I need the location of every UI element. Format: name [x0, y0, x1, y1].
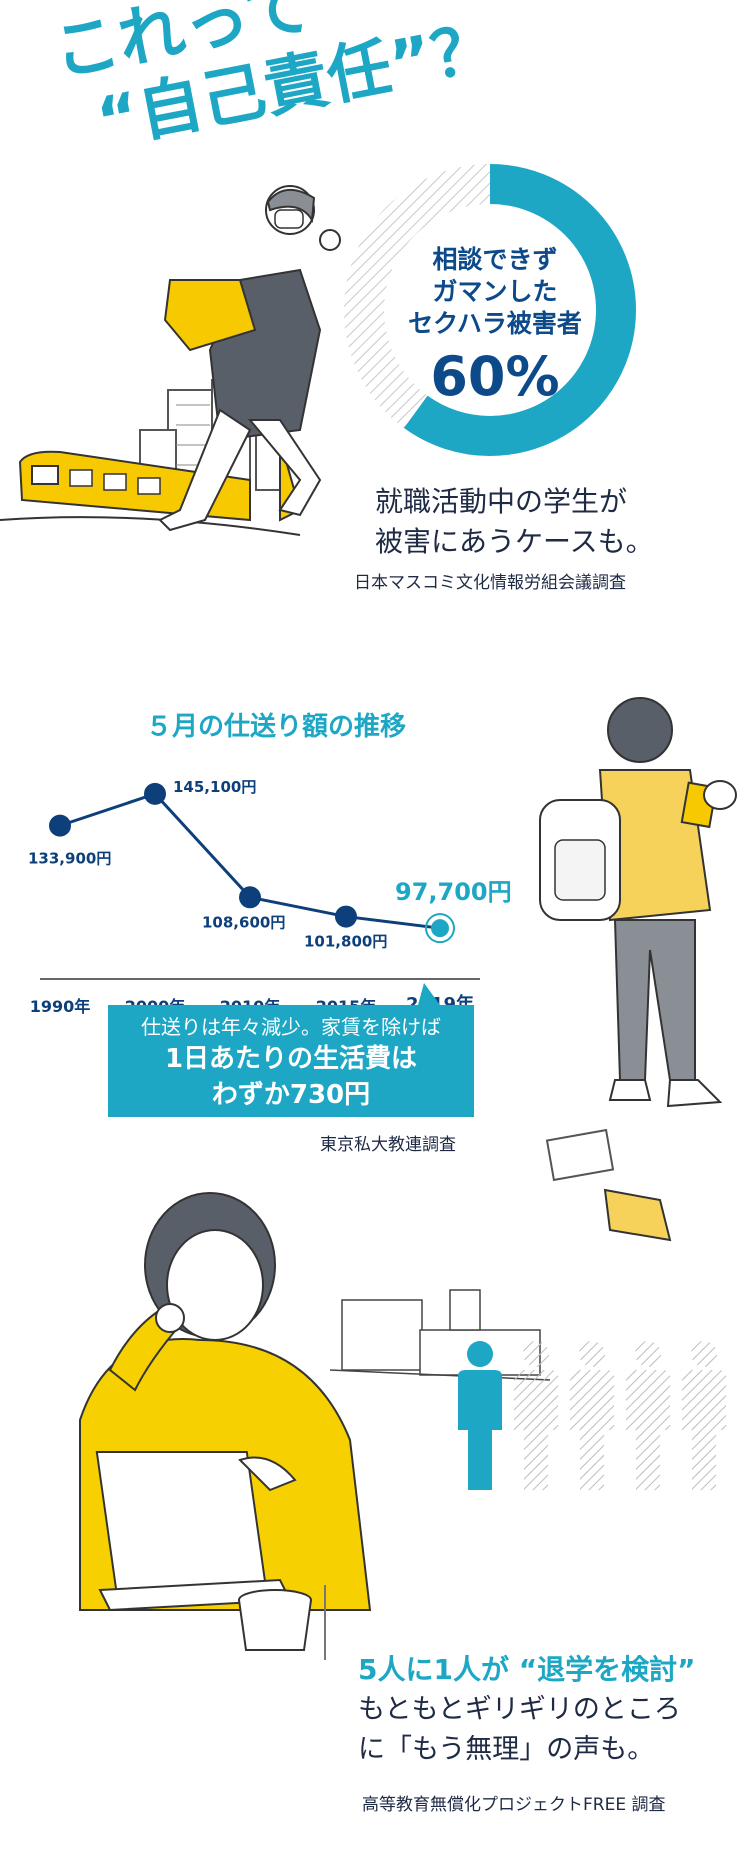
data-point-3: [335, 905, 357, 928]
section3-source: 高等教育無償化プロジェクトFREE 調査: [362, 1795, 666, 1815]
donut-label-line-3: セクハラ被害者: [408, 309, 582, 338]
section1-description: 就職活動中の学生が 被害にあうケースも。: [375, 482, 654, 562]
section1-source: 日本マスコミ文化情報労組会議調査: [354, 573, 626, 593]
harassment-donut-chart: [344, 164, 636, 456]
woman-illustration: [158, 185, 341, 532]
section1-desc-line-2: 被害にあうケースも。: [375, 525, 654, 558]
value-label-3: 101,800円: [304, 933, 387, 951]
section3-desc-line-2: に「もう無理」の声も。: [358, 1734, 655, 1765]
callout-line-2: 1日あたりの生活費は: [164, 1044, 418, 1074]
donut-label: 相談できず ガマンした セクハラ被害者: [408, 244, 582, 340]
section2-source: 東京私大教連調査: [320, 1135, 456, 1155]
x-tick-0: 1990年: [30, 997, 91, 1016]
connector-line: [324, 1585, 326, 1660]
donut-percent: 60%: [430, 345, 560, 408]
section3-desc-line-1: もともとギリギリのところ: [358, 1694, 681, 1725]
illustration-student: [539, 697, 737, 1242]
data-point-2: [239, 886, 261, 909]
people-pictogram: [458, 1341, 726, 1490]
value-label-0: 133,900円: [28, 850, 111, 868]
illustration-laptop-student: [79, 1192, 551, 1660]
allowance-callout: 仕送りは年々減少。家賃を除けば 1日あたりの生活費は わずか730円: [108, 1005, 474, 1117]
section1-desc-line-1: 就職活動中の学生が: [375, 485, 628, 518]
person-icon-3: [626, 1341, 670, 1490]
student-illustration: [539, 697, 737, 1242]
data-point-0: [49, 814, 71, 837]
person-icon-2: [570, 1341, 614, 1490]
data-point-4: [431, 919, 449, 938]
callout-line-3: わずか730円: [211, 1080, 371, 1110]
donut-label-line-1: 相談できず: [432, 245, 558, 274]
person-icon-1: [514, 1341, 558, 1490]
section3-description: もともとギリギリのところ に「もう無理」の声も。: [358, 1690, 681, 1770]
donut-arc-60pct: [344, 164, 636, 456]
person-icon-4: [682, 1341, 726, 1490]
data-point-1: [144, 782, 166, 805]
illustration-commuter: [0, 185, 341, 536]
allowance-line-chart: 133,900円145,100円108,600円101,800円97,700円 …: [28, 778, 512, 1016]
data-point-ring-4: [425, 913, 455, 944]
callout-line-1: 仕送りは年々減少。家賃を除けば: [141, 1015, 441, 1039]
value-label-1: 145,100円: [173, 778, 256, 796]
campus-building-illustration: [329, 1289, 551, 1381]
donut-label-line-2: ガマンした: [432, 277, 558, 306]
chart-points: [49, 782, 455, 944]
value-label-2: 108,600円: [202, 913, 285, 931]
person-icon-0: [458, 1341, 502, 1490]
dropout-ratio: 5人に1人が “退学を検討”: [358, 1653, 696, 1686]
callout-pointer: [418, 983, 440, 1005]
chart-value-labels: 133,900円 145,100円 108,600円 101,800円 97,700円: [28, 778, 512, 951]
value-label-4: 97,700円: [395, 878, 512, 906]
chart-title: ５月の仕送り額の推移: [146, 712, 407, 742]
woman-with-laptop-illustration: [79, 1192, 372, 1651]
